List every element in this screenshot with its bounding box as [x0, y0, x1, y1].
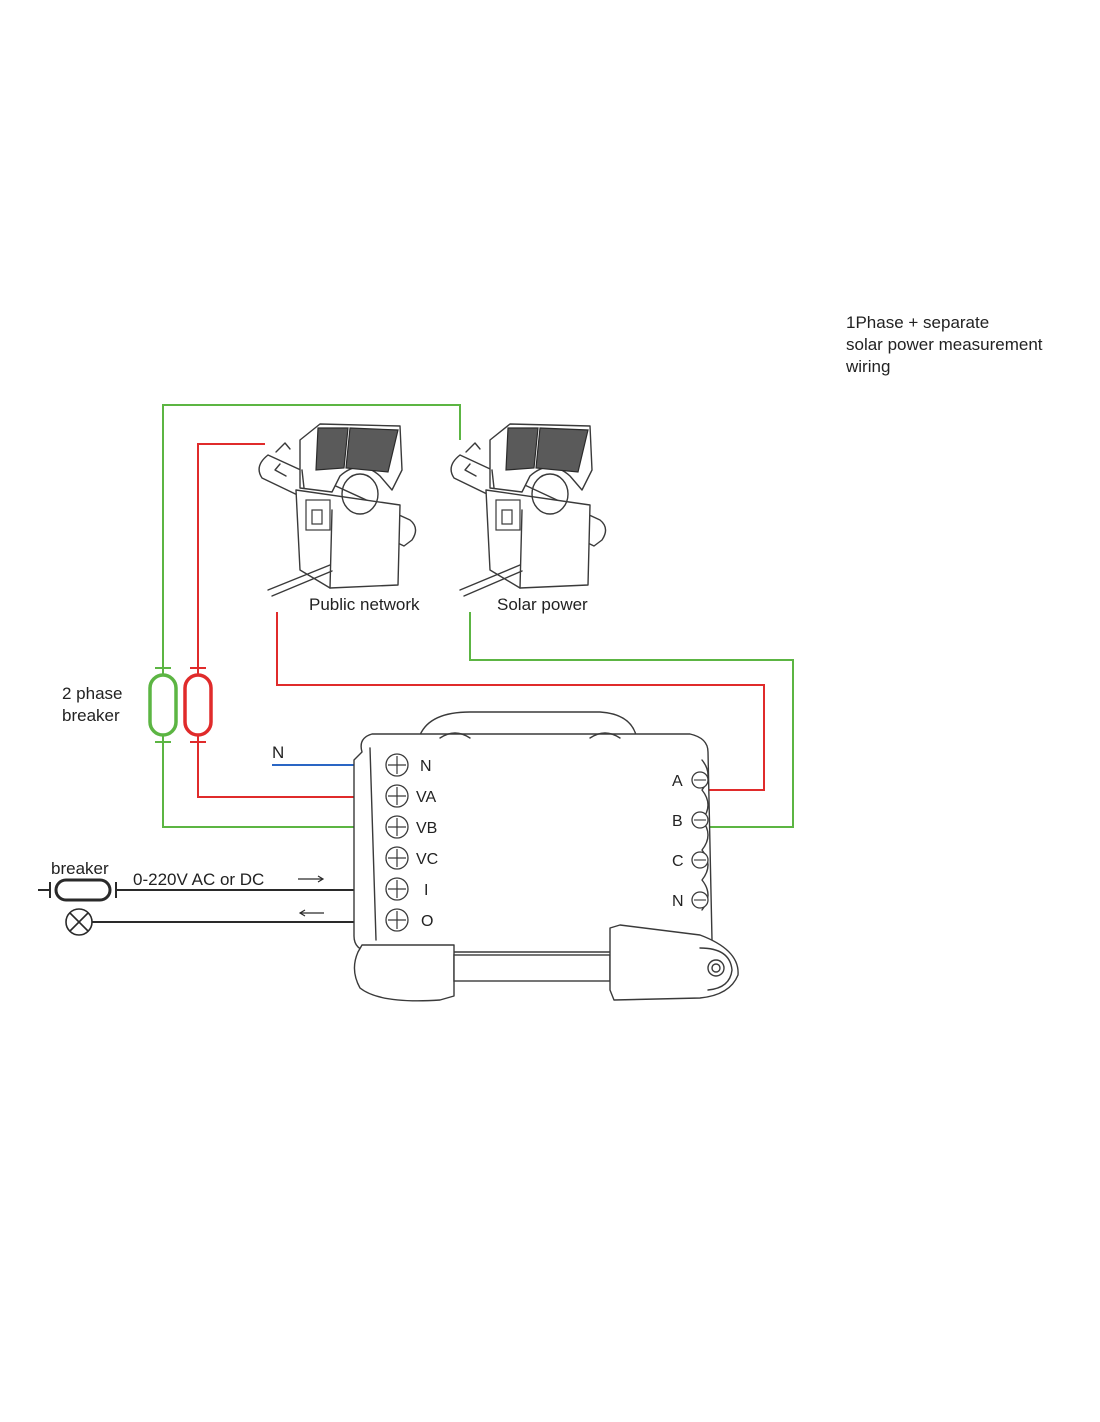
output-arrow-icon [298, 909, 324, 917]
terminal-label-vb: VB [416, 820, 437, 837]
ct-clamp-solar-power [450, 423, 607, 597]
terminal-label-vc: VC [416, 851, 438, 868]
two-phase-breaker-icon [148, 667, 213, 743]
screw-terminal-n2-icon [691, 891, 709, 909]
screw-terminal-o-icon [385, 908, 409, 932]
terminal-label-a: A [672, 773, 683, 790]
screw-terminal-n-icon [385, 753, 409, 777]
lamp-icon [65, 908, 93, 936]
screw-terminal-i-icon [385, 877, 409, 901]
terminal-label-va: VA [416, 789, 436, 806]
green-wire-ct-to-b [469, 612, 794, 828]
two-phase-breaker-label-2: breaker [62, 706, 120, 725]
input-voltage-label: 0-220V AC or DC [133, 870, 264, 889]
ct-public-network-label: Public network [309, 595, 420, 614]
input-arrow-icon [298, 875, 325, 883]
screw-terminal-va-icon [385, 784, 409, 808]
green-wire-bottom [162, 742, 355, 828]
red-wire-bottom [197, 742, 355, 798]
neutral-label: N [272, 743, 284, 762]
terminal-label-n-right: N [672, 893, 684, 910]
terminal-label-b: B [672, 813, 683, 830]
left-terminal-block: N VA VB VC I O [385, 753, 438, 932]
green-wire-top [162, 404, 461, 668]
two-phase-breaker-label-1: 2 phase [62, 684, 123, 703]
terminal-label-n: N [420, 758, 432, 775]
screw-terminal-vc-icon [385, 846, 409, 870]
screw-terminal-c-icon [691, 851, 709, 869]
screw-terminal-a-icon [691, 771, 709, 789]
title-line-1: 1Phase + separate [846, 313, 989, 332]
ct-solar-power-label: Solar power [497, 595, 588, 614]
terminal-label-c: C [672, 853, 684, 870]
energy-meter-module [353, 711, 739, 1002]
screw-terminal-b-icon [691, 811, 709, 829]
screw-terminal-vb-icon [385, 815, 409, 839]
terminal-label-i: I [424, 882, 428, 899]
ct-clamp-public-network [258, 423, 417, 597]
right-terminal-block: A B C N [672, 771, 709, 910]
title-line-2: solar power measurement [846, 335, 1043, 354]
red-wire-top [197, 443, 265, 668]
input-breaker-icon [38, 878, 124, 902]
breaker-label: breaker [51, 859, 109, 878]
title-line-3: wiring [845, 357, 890, 376]
terminal-label-o: O [421, 913, 433, 930]
red-wire-ct-to-a [276, 612, 765, 791]
